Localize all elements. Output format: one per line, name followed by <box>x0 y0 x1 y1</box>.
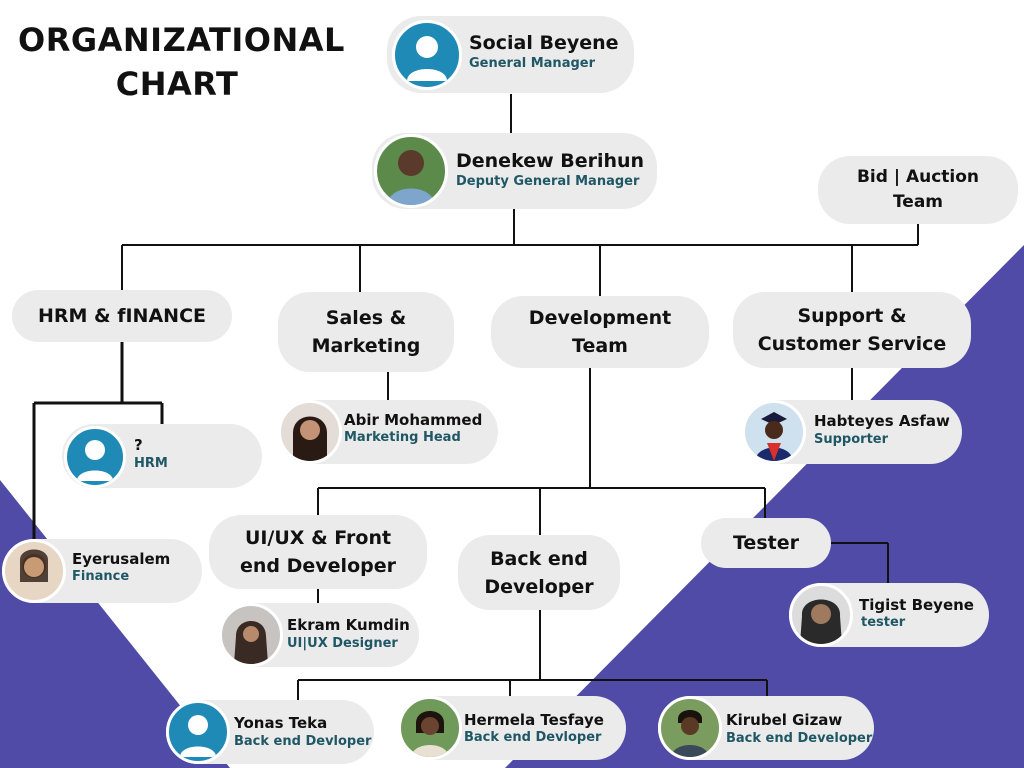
department-label-line: HRM & fINANCE <box>37 305 206 327</box>
person-role: General Manager <box>469 56 595 71</box>
department-hrm-finance: HRM & fINANCE <box>12 290 232 342</box>
person-card-general-manager: Social Beyene General Manager <box>387 16 634 93</box>
person-name: Denekew Berihun <box>456 150 645 172</box>
person-name: Tigist Beyene <box>859 596 974 614</box>
person-name: Hermela Tesfaye <box>464 711 604 729</box>
person-photo-icon <box>398 696 462 760</box>
person-card-tester: Tigist Beyene tester <box>789 583 989 647</box>
department-label-line: Developer <box>484 575 594 598</box>
person-role: Back end Devloper <box>234 734 372 749</box>
person-role: Back end Devloper <box>464 730 602 745</box>
department-label-line: Tester <box>733 532 799 554</box>
person-placeholder-icon <box>64 426 126 488</box>
person-card-marketing-head: Abir Mohammed Marketing Head <box>278 400 498 464</box>
person-card-deputy-general-manager: Denekew Berihun Deputy General Manager <box>372 133 657 209</box>
person-name: ? <box>134 436 143 454</box>
person-photo-icon <box>789 583 853 647</box>
person-role: UI|UX Designer <box>287 636 398 651</box>
department-label-line: UI/UX & Front <box>244 527 392 549</box>
department-support-customer-service: Support & Customer Service <box>733 292 971 368</box>
department-label-line: Customer Service <box>757 333 947 355</box>
department-label-line: Team <box>892 192 944 212</box>
person-placeholder-icon <box>392 20 462 90</box>
department-label-line: Support & <box>797 305 907 327</box>
person-photo-icon <box>742 400 806 464</box>
chart-title: ORGANIZATIONAL CHART <box>18 18 345 106</box>
person-card-finance: Eyerusalem Finance <box>2 539 202 603</box>
person-role: Marketing Head <box>344 430 461 445</box>
person-photo-icon <box>374 134 448 208</box>
person-card-backend-2: Hermela Tesfaye Back end Devloper <box>398 696 626 760</box>
person-photo-icon <box>2 539 66 603</box>
person-role: HRM <box>134 456 168 471</box>
person-card-backend-3: Kirubel Gizaw Back end Developer <box>658 696 874 760</box>
person-card-uiux-designer: Ekram Kumdin UI|UX Designer <box>219 603 419 667</box>
person-placeholder-icon <box>166 700 230 764</box>
person-photo-icon <box>658 696 722 760</box>
department-label-line: Development <box>528 307 672 329</box>
department-tester: Tester <box>701 518 831 568</box>
department-label-line: Team <box>572 335 628 357</box>
person-name: Habteyes Asfaw <box>814 412 950 430</box>
department-label-line: Marketing <box>311 335 421 357</box>
chart-title-line-1: ORGANIZATIONAL <box>18 21 345 59</box>
person-role: Finance <box>72 569 130 584</box>
department-label-line: Back end <box>490 547 588 570</box>
department-label-line: Sales & <box>325 307 407 329</box>
person-role: Deputy General Manager <box>456 174 640 189</box>
person-role: Back end Developer <box>726 731 873 746</box>
department-uiux-frontend: UI/UX & Front end Developer <box>209 515 427 589</box>
person-name: Ekram Kumdin <box>287 616 410 634</box>
person-name: Abir Mohammed <box>344 411 483 429</box>
person-name: Social Beyene <box>469 32 619 54</box>
department-sales-marketing: Sales & Marketing <box>278 292 454 372</box>
person-card-hrm: ? HRM <box>62 424 262 488</box>
person-name: Eyerusalem <box>72 550 171 568</box>
person-photo-icon <box>219 603 283 667</box>
person-card-backend-1: Yonas Teka Back end Devloper <box>166 700 374 764</box>
person-name: Kirubel Gizaw <box>726 711 843 729</box>
person-role: Supporter <box>814 432 889 447</box>
department-label-line: Bid | Auction <box>856 167 980 187</box>
department-label-line: end Developer <box>240 555 396 577</box>
person-role: tester <box>861 615 906 630</box>
person-name: Yonas Teka <box>234 714 328 732</box>
person-photo-icon <box>278 400 342 464</box>
chart-title-line-2: CHART <box>115 65 239 103</box>
person-card-supporter: Habteyes Asfaw Supporter <box>742 400 962 464</box>
